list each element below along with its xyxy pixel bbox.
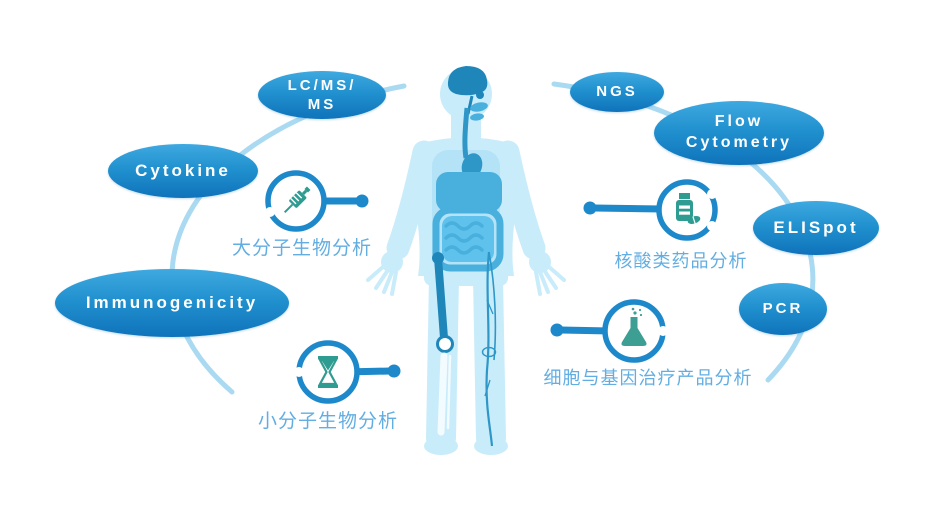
hourglass-icon — [318, 356, 338, 388]
bubble-lc-ms-ms-label: LC/MS/ MS — [287, 76, 357, 114]
face-detail — [470, 102, 488, 121]
bubble-elispot-label: ELISpot — [773, 217, 859, 237]
bubble-flow-cytometry-label: Flow Cytometry — [685, 113, 793, 151]
flask-icon — [621, 307, 647, 346]
bubble-ngs: NGS — [570, 72, 664, 112]
leg-bones — [432, 252, 454, 436]
bubble-immunogenicity-label: Immunogenicity — [85, 292, 259, 312]
small-molecule-ring — [296, 340, 360, 404]
bubble-lc-ms-ms: LC/MS/ MS — [258, 71, 386, 119]
bubble-cytokine: Cytokine — [108, 144, 258, 198]
label-small-molecule-bioanalysis: 小分子生物分析 — [257, 411, 399, 432]
ring-gaps — [265, 189, 717, 377]
connector-nucleic-acid — [593, 204, 663, 213]
pill-bottle-icon — [676, 193, 701, 224]
bubble-ngs-label: NGS — [596, 83, 638, 101]
label-cell-gene-therapy-analysis: 细胞与基因治疗产品分析 — [543, 368, 753, 388]
bubble-elispot: ELISpot — [753, 201, 879, 255]
bubble-immunogenicity: Immunogenicity — [55, 269, 289, 337]
bubble-cytokine-label: Cytokine — [135, 160, 231, 180]
bubble-pcr-label: PCR — [762, 300, 804, 318]
syringe-icon — [283, 186, 311, 214]
bubble-flow-cytometry: Flow Cytometry — [654, 101, 824, 165]
connector-cell-gene — [560, 326, 611, 335]
label-macromolecule-bioanalysis: 大分子生物分析 — [231, 238, 373, 259]
label-nucleic-acid-drug-analysis: 核酸类药品分析 — [614, 251, 748, 271]
brain-organ — [447, 66, 488, 115]
leg-vessels — [481, 251, 497, 447]
digestive-organs — [432, 107, 504, 272]
human-body-illustration — [366, 66, 566, 455]
bubble-pcr: PCR — [739, 283, 827, 335]
